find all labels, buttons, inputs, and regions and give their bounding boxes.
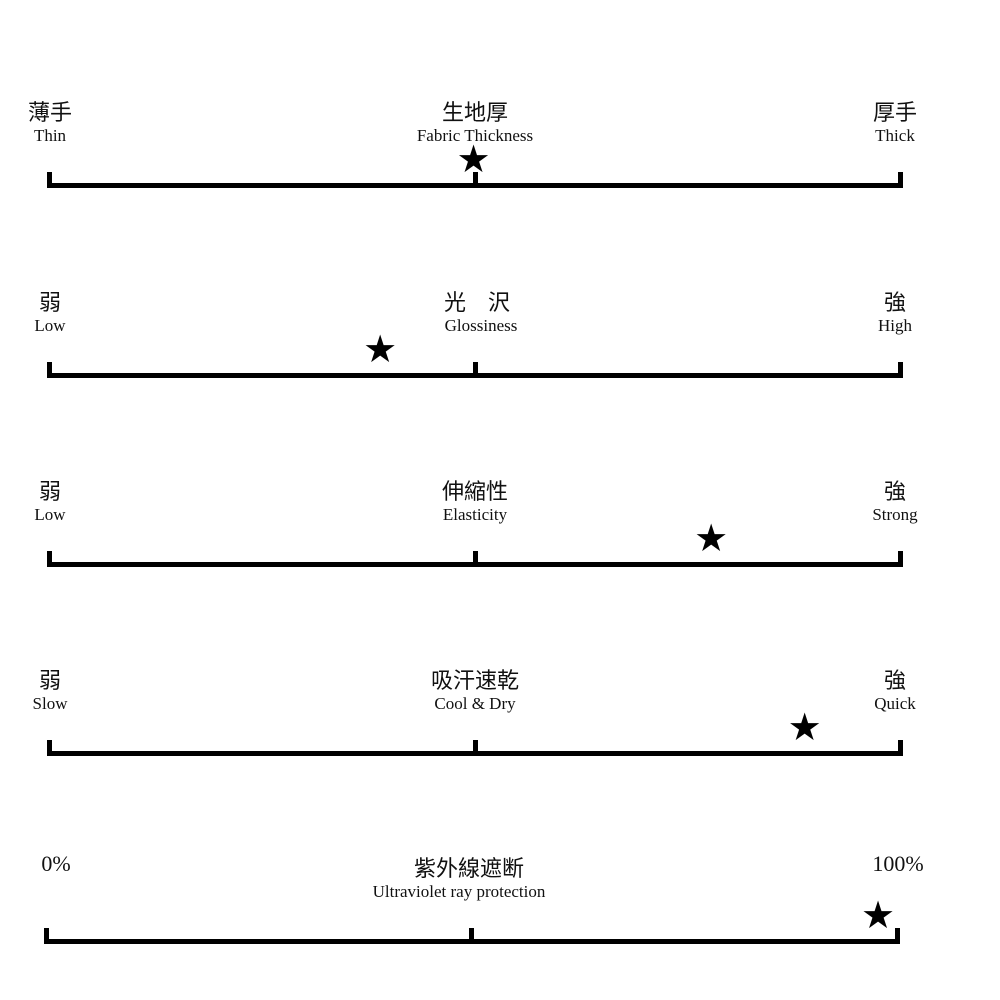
star-icon: ★: [456, 139, 491, 181]
left-label-en: Low: [34, 316, 66, 335]
title-jp: 生地厚: [441, 100, 509, 125]
title-jp: 光 沢: [443, 290, 511, 315]
left-label-jp: 弱: [38, 290, 62, 315]
center-tick: [473, 362, 478, 378]
left-label-en: Slow: [32, 694, 68, 713]
left-label-jp: 0%: [41, 851, 71, 876]
right-tick: [898, 740, 903, 756]
left-label-en: Thin: [33, 126, 67, 145]
right-label-jp: 強: [883, 668, 907, 693]
right-tick: [898, 172, 903, 188]
star-icon: ★: [787, 707, 822, 749]
center-tick: [473, 740, 478, 756]
star-icon: ★: [363, 329, 398, 371]
right-label-jp: 100%: [872, 851, 924, 876]
left-tick: [47, 740, 52, 756]
right-label-en: High: [878, 316, 912, 335]
center-tick: [473, 172, 478, 188]
right-tick: [898, 551, 903, 567]
left-label-jp: 弱: [38, 668, 62, 693]
right-tick: [898, 362, 903, 378]
center-tick: [469, 928, 474, 944]
left-tick: [47, 172, 52, 188]
title-en: Cool & Dry: [434, 694, 516, 713]
center-tick: [473, 551, 478, 567]
left-label-jp: 薄手: [27, 100, 73, 125]
star-icon: ★: [694, 518, 729, 560]
left-label-en: Low: [34, 505, 66, 524]
title-en: Elasticity: [442, 505, 508, 524]
right-label-en: Strong: [872, 505, 918, 524]
title-jp: 紫外線遮断: [413, 856, 525, 881]
left-tick: [47, 362, 52, 378]
title-en: Glossiness: [444, 316, 518, 335]
title-en: Fabric Thickness: [416, 126, 534, 145]
star-icon: ★: [860, 895, 896, 937]
left-tick: [47, 551, 52, 567]
right-label-en: Quick: [874, 694, 916, 713]
right-label-jp: 強: [883, 290, 907, 315]
title-en: Ultraviolet ray protection: [372, 882, 546, 901]
right-label-en: Thick: [875, 126, 915, 145]
right-tick: [895, 928, 900, 944]
title-jp: 伸縮性: [441, 479, 509, 504]
left-tick: [44, 928, 49, 944]
right-label-jp: 強: [883, 479, 907, 504]
left-label-jp: 弱: [38, 479, 62, 504]
right-label-jp: 厚手: [872, 100, 918, 125]
title-jp: 吸汗速乾: [430, 668, 520, 693]
